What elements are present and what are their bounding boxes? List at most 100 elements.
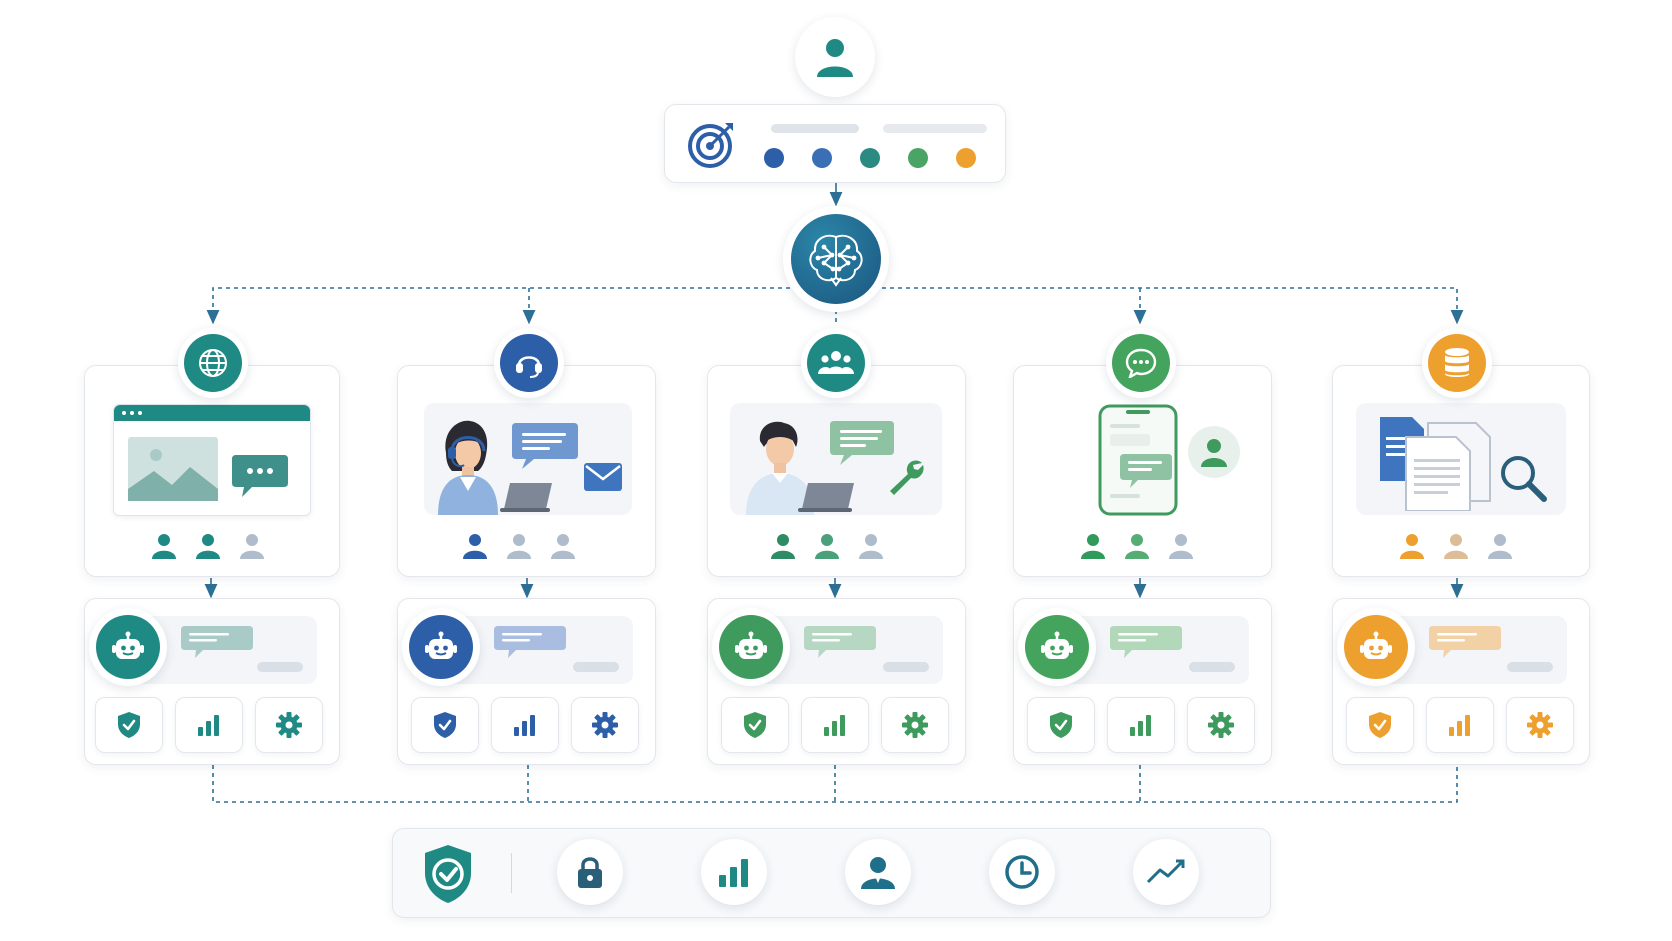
person-icon (463, 534, 487, 559)
agent-action-bar-chart[interactable] (491, 697, 559, 753)
shield-check-icon (1050, 712, 1072, 738)
support-illustration (424, 403, 632, 515)
agent-card-data (1332, 598, 1590, 765)
team-member-person (746, 421, 814, 515)
agent-action-bar-chart[interactable] (175, 697, 243, 753)
shield-check-icon (425, 845, 471, 903)
agent-action-shield-check[interactable] (95, 697, 163, 753)
user-node (795, 17, 875, 97)
bar-chart-icon (1449, 715, 1470, 736)
target-icon (688, 123, 733, 168)
agent-action-gear[interactable] (571, 697, 639, 753)
trend-control[interactable] (1133, 839, 1199, 905)
user-icon (817, 39, 853, 77)
documents-illustration (1356, 403, 1566, 515)
gear-icon (1527, 712, 1553, 738)
badge-database (1422, 328, 1492, 398)
person-icon (815, 534, 839, 559)
website-illustration (113, 404, 311, 516)
admin-control[interactable] (845, 839, 911, 905)
shield-check-icon (118, 712, 140, 738)
person-icon (196, 534, 220, 559)
agent-action-shield-check[interactable] (721, 697, 789, 753)
agent-avatar[interactable] (1018, 608, 1096, 686)
option-dot[interactable] (908, 148, 928, 168)
bar-chart-icon (514, 715, 535, 736)
channel-card-data (1332, 365, 1590, 577)
agent-action-gear[interactable] (881, 697, 949, 753)
gear-icon (592, 712, 618, 738)
bar-chart-icon (719, 859, 748, 887)
governance-bar (392, 828, 1271, 918)
option-dot[interactable] (812, 148, 832, 168)
agent-action-bar-chart[interactable] (801, 697, 869, 753)
gear-icon (902, 712, 928, 738)
agent-message-bubble (804, 626, 876, 658)
team-icon (818, 351, 854, 374)
agent-placeholder-bar (257, 662, 303, 672)
agent-action-gear[interactable] (1187, 697, 1255, 753)
message-bubble-icon (512, 423, 578, 469)
agent-card-support (397, 598, 656, 765)
option-dot[interactable] (956, 148, 976, 168)
goal-placeholder-bar (883, 124, 987, 133)
bar-chart-icon (1130, 715, 1151, 736)
robot-icon (112, 631, 144, 659)
robot-icon (1360, 631, 1392, 659)
analytics-control[interactable] (701, 839, 767, 905)
bar-chart-icon (198, 715, 219, 736)
channel-card-team (707, 365, 966, 577)
agent-placeholder-bar (573, 662, 619, 672)
user-icon (1201, 439, 1227, 467)
badge-headset (494, 328, 564, 398)
person-icon (1081, 534, 1105, 559)
clock-icon (1005, 855, 1039, 889)
agent-avatar[interactable] (402, 608, 480, 686)
agent-action-bar-chart[interactable] (1426, 697, 1494, 753)
channel-card-web (84, 365, 340, 577)
image-placeholder-icon (128, 437, 218, 501)
agent-action-gear[interactable] (1506, 697, 1574, 753)
agent-action-gear[interactable] (255, 697, 323, 753)
globe-icon (199, 349, 227, 377)
robot-icon (735, 631, 767, 659)
team-illustration (730, 403, 942, 515)
chat-bubble-icon (1125, 348, 1157, 378)
agent-placeholder-bar (1189, 662, 1235, 672)
laptop-icon (500, 483, 552, 512)
wrench-icon (890, 460, 924, 495)
gear-icon (276, 712, 302, 738)
channel-card-support (397, 365, 656, 577)
agent-message-bubble (494, 626, 566, 658)
person-icon (1444, 534, 1468, 559)
person-icon (1488, 534, 1512, 559)
agent-message-bubble (1429, 626, 1501, 658)
badge-globe (178, 328, 248, 398)
option-dot[interactable] (860, 148, 880, 168)
agent-avatar[interactable] (1337, 608, 1415, 686)
robot-icon (425, 631, 457, 659)
agent-card-team (707, 598, 966, 765)
option-dot[interactable] (764, 148, 784, 168)
history-control[interactable] (989, 839, 1055, 905)
mail-icon (584, 463, 622, 491)
admin-user-icon (861, 857, 895, 889)
person-icon (240, 534, 264, 559)
agent-action-shield-check[interactable] (1027, 697, 1095, 753)
laptop-icon (798, 483, 854, 512)
robot-icon (1041, 631, 1073, 659)
agent-card-chat (1013, 598, 1272, 765)
gear-icon (1208, 712, 1234, 738)
person-icon (1125, 534, 1149, 559)
person-icon (152, 534, 176, 559)
agent-action-bar-chart[interactable] (1107, 697, 1175, 753)
core-node (783, 206, 889, 312)
agent-avatar[interactable] (89, 608, 167, 686)
agent-action-shield-check[interactable] (411, 697, 479, 753)
agent-action-shield-check[interactable] (1346, 697, 1414, 753)
person-icon (507, 534, 531, 559)
headset-icon (516, 356, 542, 378)
lock-control[interactable] (557, 839, 623, 905)
agent-avatar[interactable] (712, 608, 790, 686)
